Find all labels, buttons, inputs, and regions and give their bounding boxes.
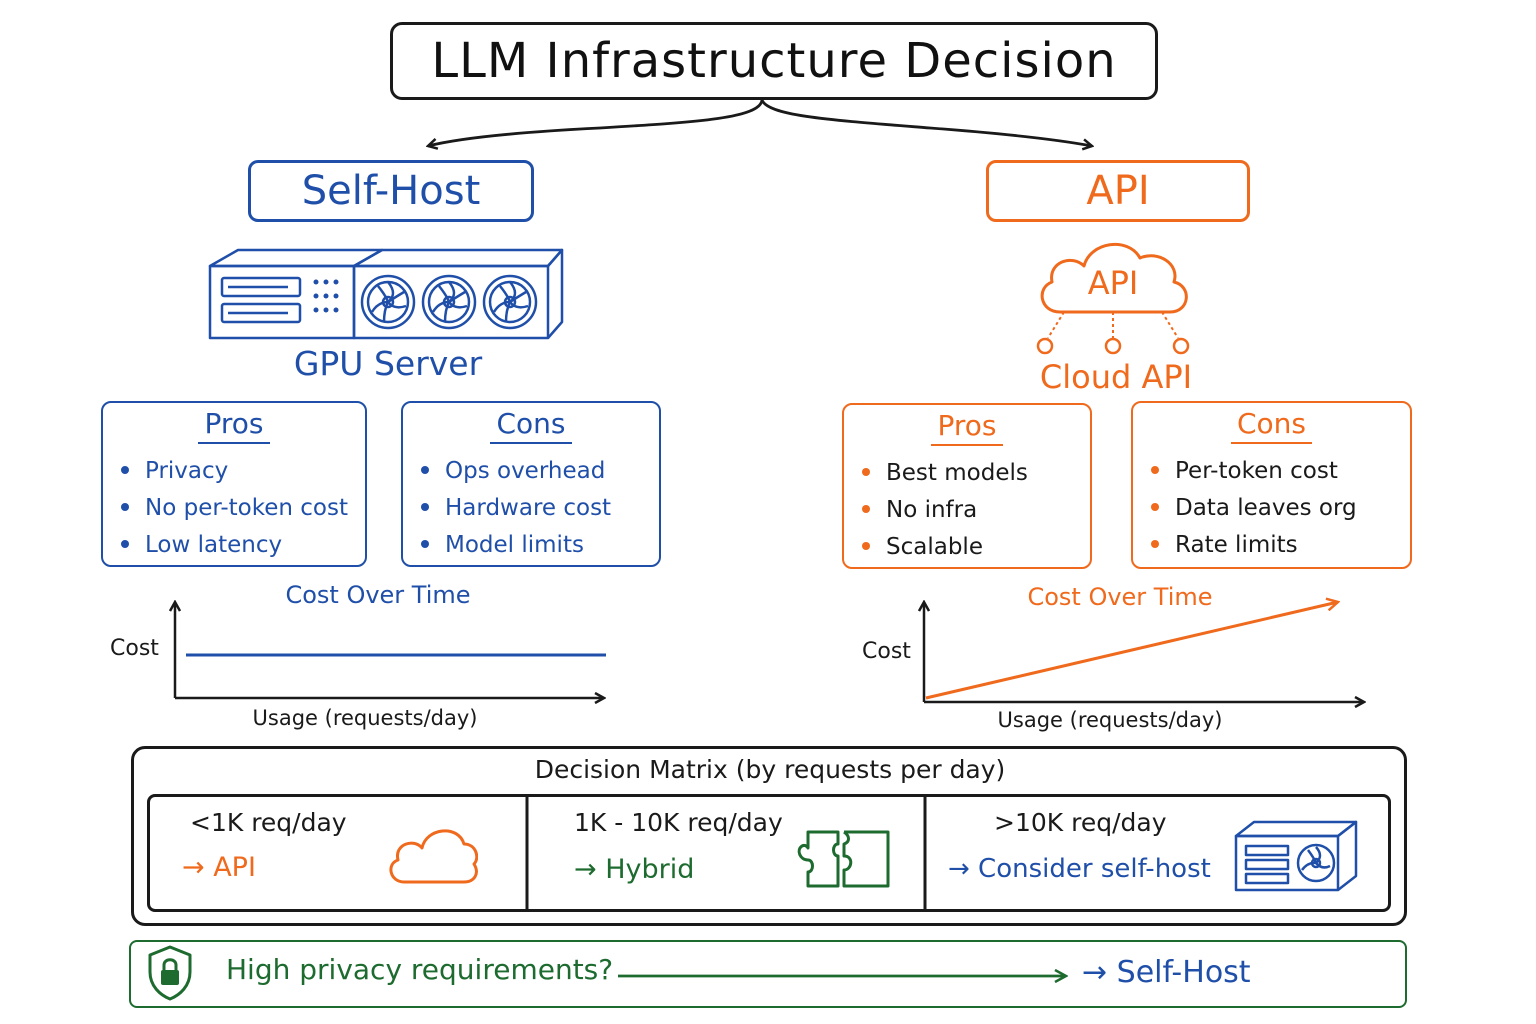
server-icon bbox=[1234, 820, 1358, 892]
cloud-icon bbox=[389, 829, 478, 884]
api-chart-title: Cost Over Time bbox=[1027, 583, 1213, 611]
self-host-pros-title: Pros bbox=[103, 407, 365, 444]
decision-matrix-title: Decision Matrix (by requests per day) bbox=[534, 755, 1006, 784]
api-pros-title: Pros bbox=[844, 409, 1090, 446]
api-heading: API bbox=[986, 160, 1250, 222]
matrix-cell-1-range: <1K req/day bbox=[190, 808, 347, 837]
self-host-chart-xlabel: Usage (requests/day) bbox=[252, 706, 478, 730]
page-title: LLM Infrastructure Decision bbox=[390, 22, 1158, 100]
matrix-cell-3-recommendation: → Consider self-host bbox=[948, 854, 1211, 884]
privacy-question: High privacy requirements? bbox=[226, 953, 614, 986]
matrix-cell-2-range: 1K - 10K req/day bbox=[574, 808, 783, 837]
list-item: Model limits bbox=[421, 527, 611, 564]
list-item: No infra bbox=[862, 492, 1028, 529]
list-item: Scalable bbox=[862, 529, 1028, 566]
api-chart-ylabel: Cost bbox=[862, 639, 911, 664]
list-item: Ops overhead bbox=[421, 453, 611, 490]
api-cons-title: Cons bbox=[1133, 407, 1410, 444]
self-host-cons-card: Cons Ops overhead Hardware cost Model li… bbox=[401, 401, 661, 567]
list-item: Rate limits bbox=[1151, 527, 1357, 564]
self-host-pros-card: Pros Privacy No per-token cost Low laten… bbox=[101, 401, 367, 567]
list-item: Data leaves org bbox=[1151, 490, 1357, 527]
list-item: Low latency bbox=[121, 527, 348, 564]
matrix-cell-2-recommendation: → Hybrid bbox=[574, 854, 695, 885]
gpu-server-label: GPU Server bbox=[293, 344, 483, 383]
api-cost-chart bbox=[924, 602, 1364, 702]
gpu-server-icon bbox=[208, 248, 564, 340]
api-chart-xlabel: Usage (requests/day) bbox=[997, 708, 1223, 732]
api-pros-card: Pros Best models No infra Scalable bbox=[842, 403, 1092, 569]
decision-matrix bbox=[131, 746, 1407, 926]
list-item: Privacy bbox=[121, 453, 348, 490]
privacy-row bbox=[129, 940, 1407, 1008]
shield-lock-icon bbox=[148, 945, 192, 1001]
branch-arrow-api bbox=[760, 99, 1092, 146]
privacy-result: → Self-Host bbox=[1082, 955, 1251, 990]
self-host-chart-ylabel: Cost bbox=[110, 636, 159, 661]
list-item: Per-token cost bbox=[1151, 453, 1357, 490]
matrix-cell-1-recommendation: → API bbox=[182, 852, 256, 883]
cloud-api-text: API bbox=[1087, 264, 1139, 302]
puzzle-icon bbox=[797, 830, 890, 888]
self-host-chart-title: Cost Over Time bbox=[285, 581, 471, 609]
self-host-heading: Self-Host bbox=[248, 160, 534, 222]
list-item: No per-token cost bbox=[121, 490, 348, 527]
self-host-cons-title: Cons bbox=[403, 407, 659, 444]
list-item: Best models bbox=[862, 455, 1028, 492]
branch-arrow-self-host bbox=[428, 99, 764, 146]
cloud-api-label: Cloud API bbox=[1039, 358, 1193, 396]
cloud-api-icon bbox=[1036, 242, 1190, 355]
self-host-cost-chart bbox=[175, 602, 606, 698]
list-item: Hardware cost bbox=[421, 490, 611, 527]
matrix-cell-3-range: >10K req/day bbox=[994, 808, 1167, 837]
decision-matrix-grid bbox=[147, 794, 1391, 912]
api-cost-line bbox=[925, 602, 1338, 700]
api-cons-card: Cons Per-token cost Data leaves org Rate… bbox=[1131, 401, 1412, 569]
